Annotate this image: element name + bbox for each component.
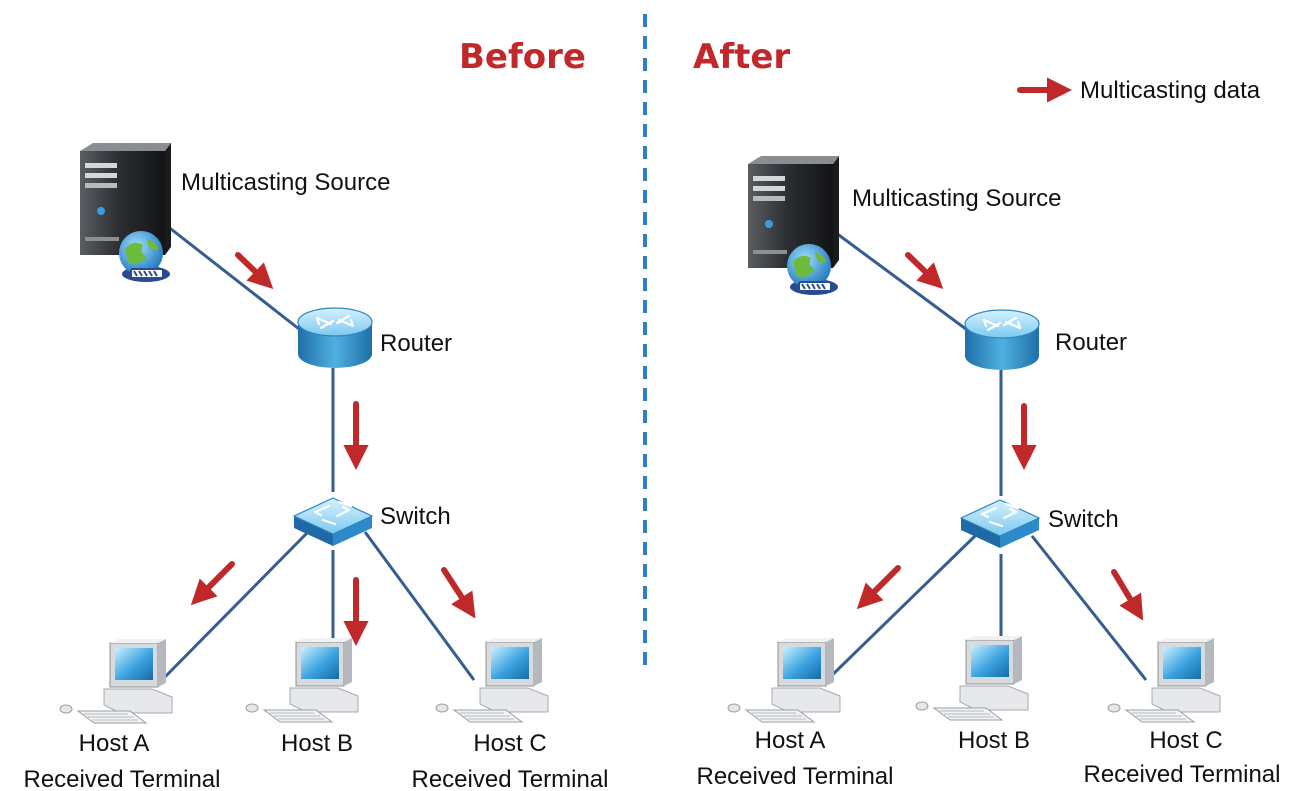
before-host-a-role: Received Terminal: [23, 766, 221, 791]
before-source-label: Multicasting Source: [181, 169, 391, 196]
before-host-c-role: Received Terminal: [411, 766, 609, 791]
before-switch-icon: [292, 496, 374, 548]
before-router-icon: [296, 306, 374, 370]
after-host-a-name: Host A: [754, 727, 826, 754]
before-arrow-host-c: [441, 567, 476, 619]
legend-label: Multicasting data: [1080, 77, 1261, 104]
after-heading: After: [693, 37, 791, 77]
before-heading: Before: [459, 37, 586, 77]
after-arrow-host-c: [1111, 569, 1144, 621]
after-arrow-host-a: [856, 565, 901, 610]
after-router-label: Router: [1055, 329, 1128, 356]
before-links: [158, 220, 476, 684]
after-switch-label: Switch: [1048, 506, 1119, 533]
after-host-c-name: Host C: [1149, 727, 1223, 754]
before-host-b-pc-icon: [245, 637, 359, 723]
after-host-c-pc-icon: [1107, 637, 1221, 723]
after-links: [823, 228, 1148, 684]
after-switch-icon: [959, 498, 1041, 550]
before-host-b-name: Host B: [280, 730, 354, 757]
before-host-a-pc-icon: [59, 638, 173, 724]
before-host-c-name: Host C: [473, 730, 547, 757]
before-host-a-name: Host A: [78, 730, 150, 757]
before-server-icon: [79, 142, 172, 283]
after-source-label: Multicasting Source: [852, 185, 1062, 212]
before-router-label: Router: [380, 330, 453, 357]
before-switch-label: Switch: [380, 503, 451, 530]
after-router-icon: [963, 308, 1041, 372]
after-arrow-source-router: [905, 252, 944, 289]
before-arrow-source-router: [235, 252, 274, 289]
after-server-icon: [747, 155, 840, 296]
after-host-b-name: Host B: [957, 727, 1031, 754]
before-arrow-host-a: [190, 561, 235, 606]
after-host-b-pc-icon: [915, 635, 1029, 721]
after-host-c-role: Received Terminal: [1083, 761, 1281, 788]
after-host-a-role: Received Terminal: [696, 763, 894, 790]
after-host-a-pc-icon: [727, 637, 841, 723]
